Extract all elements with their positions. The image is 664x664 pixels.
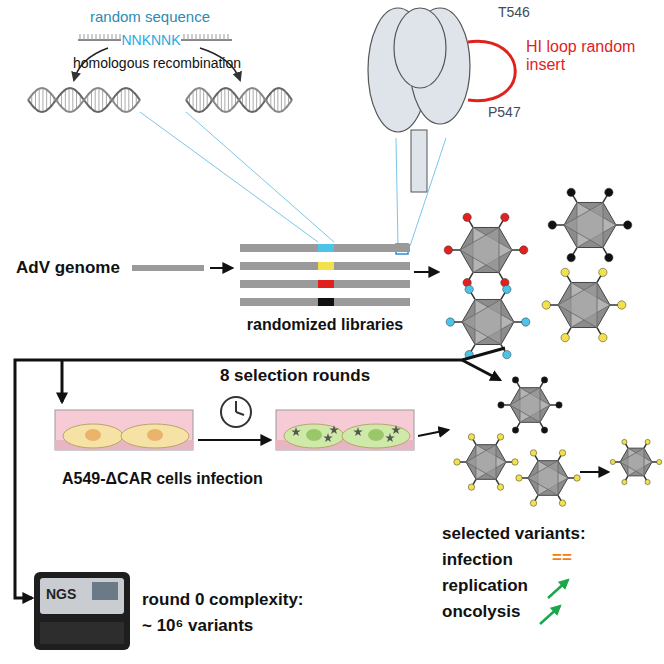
adenovirus-particle: [548, 188, 632, 262]
selection-loop: [15, 348, 608, 598]
cell-culture-dish: [55, 410, 193, 450]
figure-label: T546: [498, 4, 530, 20]
figure-label: ==: [552, 548, 572, 568]
figure-label: ~ 10⁶ variants: [142, 616, 253, 636]
figure-label: selected variants:: [442, 524, 586, 544]
figure-label: random sequence: [90, 8, 210, 25]
fiber-knob: [368, 8, 515, 254]
figure-label: 8 selection rounds: [220, 366, 370, 386]
adenovirus-particle: [516, 450, 580, 507]
guide-lines: [140, 112, 334, 242]
cell-culture-dish: [276, 410, 414, 450]
adenovirus-particle: [542, 268, 626, 342]
figure-label: infection: [442, 550, 513, 570]
figure-label: P547: [488, 104, 521, 120]
dna-helix: [28, 88, 140, 112]
adenovirus-particle: [446, 285, 530, 359]
figure-label: HI loop random insert: [526, 38, 636, 75]
figure-label: oncolysis: [442, 602, 520, 622]
increase-arrows: [540, 580, 568, 624]
figure-label: AdV genome: [16, 258, 120, 278]
figure-label: NGS: [46, 586, 76, 602]
clock-icon: [221, 397, 251, 427]
figure-label: round 0 complexity:: [142, 590, 304, 610]
figure-label: randomized libraries: [247, 316, 404, 334]
sequencer-icon: [34, 572, 130, 650]
genome-bars: [132, 244, 438, 306]
adenovirus-particle: [610, 439, 662, 484]
dna-helix: [186, 88, 292, 112]
figure-label: replication: [442, 576, 528, 596]
adenovirus-particle: [454, 434, 518, 491]
figure-label: A549-ΔCAR cells infection: [62, 470, 263, 488]
figure-label: homologous recombination: [73, 55, 241, 71]
figure-label: NNKNNK: [121, 32, 180, 48]
adenovirus-particle: [444, 213, 528, 287]
adenovirus-particle: [498, 377, 562, 434]
